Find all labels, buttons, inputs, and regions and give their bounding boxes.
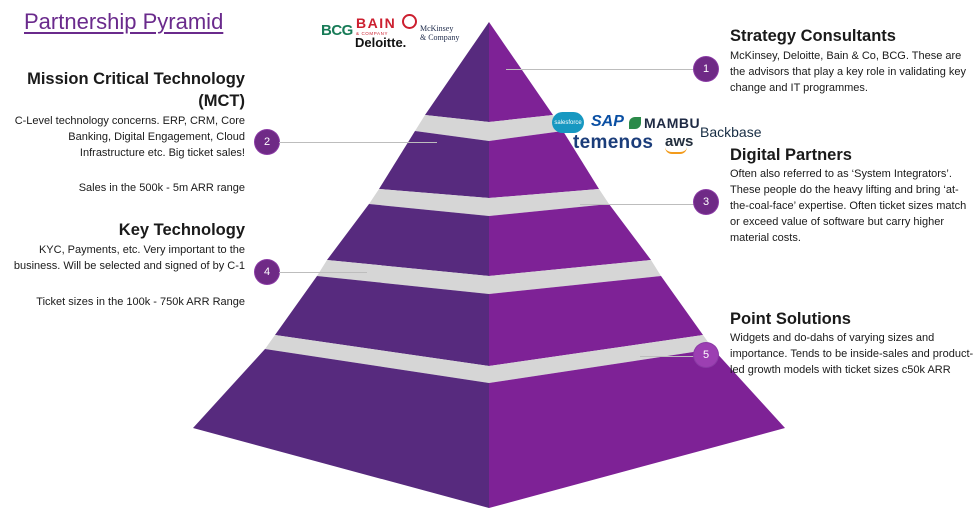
pyramid-band-4 <box>265 335 713 383</box>
mckinsey-logo-line2: & Company <box>420 33 460 42</box>
deloitte-logo: Deloitte. <box>355 35 407 50</box>
pyramid-tier-5-right <box>489 349 785 508</box>
tier-5-badge: 5 <box>694 343 718 367</box>
bcg-logo-text: BCG <box>321 22 353 39</box>
aws-logo: aws <box>665 133 693 154</box>
tier-5-heading: Point Solutions <box>730 310 851 328</box>
mambu-logo-text: MAMBU <box>644 115 701 131</box>
pyramid-tier-2-right <box>489 131 599 198</box>
connector-line-5 <box>640 356 694 357</box>
tier-2-description: C-Level technology concerns. ERP, CRM, C… <box>14 115 245 159</box>
pyramid-tier-1-right <box>489 22 553 122</box>
tier-2-heading: Mission Critical Technology (MCT) <box>10 68 245 112</box>
mambu-leaf-icon <box>629 117 641 129</box>
bain-logo-mark <box>401 14 417 29</box>
backbase-logo: Backbase <box>700 124 762 140</box>
page-title: Partnership Pyramid <box>24 9 224 34</box>
tier-3-description: Often also referred to as ‘System Integr… <box>730 168 967 244</box>
pyramid-tier-3-left <box>327 204 489 276</box>
connector-line-3 <box>580 204 694 205</box>
tier-4-badge: 4 <box>255 260 279 284</box>
sap-logo: SAP <box>591 113 624 130</box>
tier-4-heading: Key Technology <box>118 221 245 239</box>
pyramid-tier-5-left <box>193 349 489 508</box>
mckinsey-logo-line1: McKinsey <box>420 24 454 33</box>
tier-2-heading-line2: (MCT) <box>198 92 245 110</box>
temenos-logo: temenos <box>573 132 654 153</box>
pyramid-tier-4-left <box>275 276 489 366</box>
connector-line-2 <box>279 142 437 143</box>
tier-2-heading-line1: Mission Critical Technology <box>27 70 245 88</box>
tier-1-description: McKinsey, Deloitte, Bain & Co, BCG. Thes… <box>730 50 967 94</box>
pyramid-band-3 <box>317 260 661 294</box>
mambu-logo: MAMBU <box>629 115 700 131</box>
tier-5-description: Widgets and do-dahs of varying sizes and… <box>730 332 974 376</box>
connector-line-4 <box>279 272 367 273</box>
salesforce-logo: salesforce <box>552 112 584 133</box>
mckinsey-logo: McKinsey & Company <box>420 24 459 42</box>
tier-2-badge: 2 <box>255 130 279 154</box>
tier-2-note: Sales in the 500k - 5m ARR range <box>78 182 245 194</box>
tier-1-badge: 1 <box>694 57 718 81</box>
aws-smile-icon <box>665 147 687 154</box>
pyramid-tier-4-right <box>489 276 703 366</box>
bain-logo-text: BAIN <box>356 15 397 31</box>
bcg-logo: BCG <box>321 22 353 39</box>
pyramid-tier-1-left <box>425 22 489 122</box>
connector-line-1 <box>506 69 694 70</box>
pyramid-tier-2-left <box>379 131 489 198</box>
tier-4-description: KYC, Payments, etc. Very important to th… <box>13 244 245 272</box>
tier-3-badge: 3 <box>694 190 718 214</box>
salesforce-logo-text: salesforce <box>554 119 582 126</box>
aws-logo-text: aws <box>665 133 694 150</box>
pyramid-band-2 <box>369 189 609 216</box>
tier-3-heading: Digital Partners <box>730 146 852 164</box>
tier-4-note: Ticket sizes in the 100k - 750k ARR Rang… <box>36 296 245 308</box>
pyramid-band-1 <box>415 115 563 141</box>
pyramid-tier-3-right <box>489 204 651 276</box>
bain-logo-subtext: & COMPANY <box>356 31 389 36</box>
tier-1-heading: Strategy Consultants <box>730 27 896 45</box>
bain-logo: BAIN & COMPANY <box>356 14 417 36</box>
